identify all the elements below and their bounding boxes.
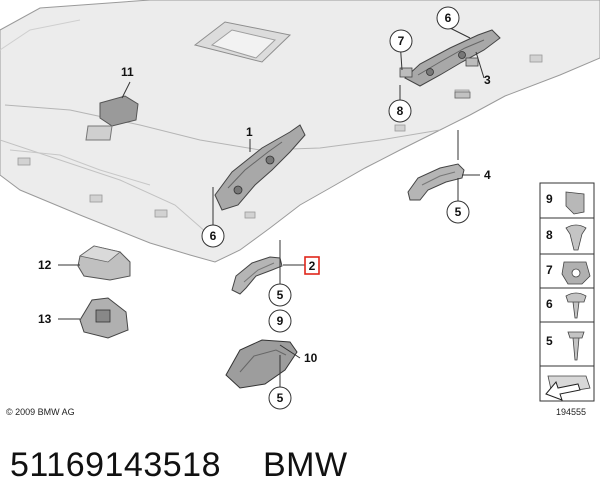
legend-rivet-icon [565,224,587,251]
diagram-id-text: 194555 [556,407,586,417]
callout-7-circle: 7 [398,34,405,48]
legend-label-7: 7 [546,263,553,277]
part-4-shape [407,163,465,201]
part-1-shape [214,124,306,211]
legend-screw-icon [565,292,587,319]
callout-13: 13 [38,312,52,326]
callout-5-circle-centre: 5 [277,288,284,302]
part-number: 51169143518 [10,445,221,484]
leader-lines [58,26,485,388]
callout-4: 4 [484,168,491,182]
callout-2: 2 [309,259,316,273]
part-11-shape [85,95,139,141]
part-10-shape [225,339,298,389]
callout-6-circle-left: 6 [210,229,217,243]
callout-2-highlight [304,256,320,275]
callout-11: 11 [121,65,134,79]
part-caption: 51169143518 BMW [10,440,590,490]
callout-9-circle: 9 [277,314,284,328]
callout-12: 12 [38,258,52,272]
callout-5-circle-bottom: 5 [277,391,284,405]
part-2-shape [231,256,283,295]
legend-clip-icon [565,191,585,215]
callout-10: 10 [304,351,318,365]
legend-label-9: 9 [546,192,553,206]
callouts: 11 1 6 2 5 9 10 5 7 8 6 3 4 5 [38,6,491,410]
small-parts-legend: 9 8 7 6 5 [539,182,595,402]
legend-tapping-screw-icon [567,331,585,361]
callout-1: 1 [246,125,253,139]
part-13-shape [79,297,129,339]
callout-3: 3 [484,73,491,87]
legend-label-6: 6 [546,297,553,311]
part-12-shape [77,245,131,281]
exploded-parts-diagram: 11 1 6 2 5 9 10 5 7 8 6 3 4 5 [0,0,600,417]
brand-name: BMW [262,445,348,484]
callout-6-circle-top: 6 [445,11,452,25]
legend-label-5: 5 [546,334,553,348]
copyright-text: © 2009 BMW AG [6,407,75,417]
callout-8-circle: 8 [397,104,404,118]
callout-5-circle-right: 5 [455,205,462,219]
part-3-shape [399,29,501,99]
legend-arrow-icon [545,375,591,401]
legend-label-8: 8 [546,228,553,242]
